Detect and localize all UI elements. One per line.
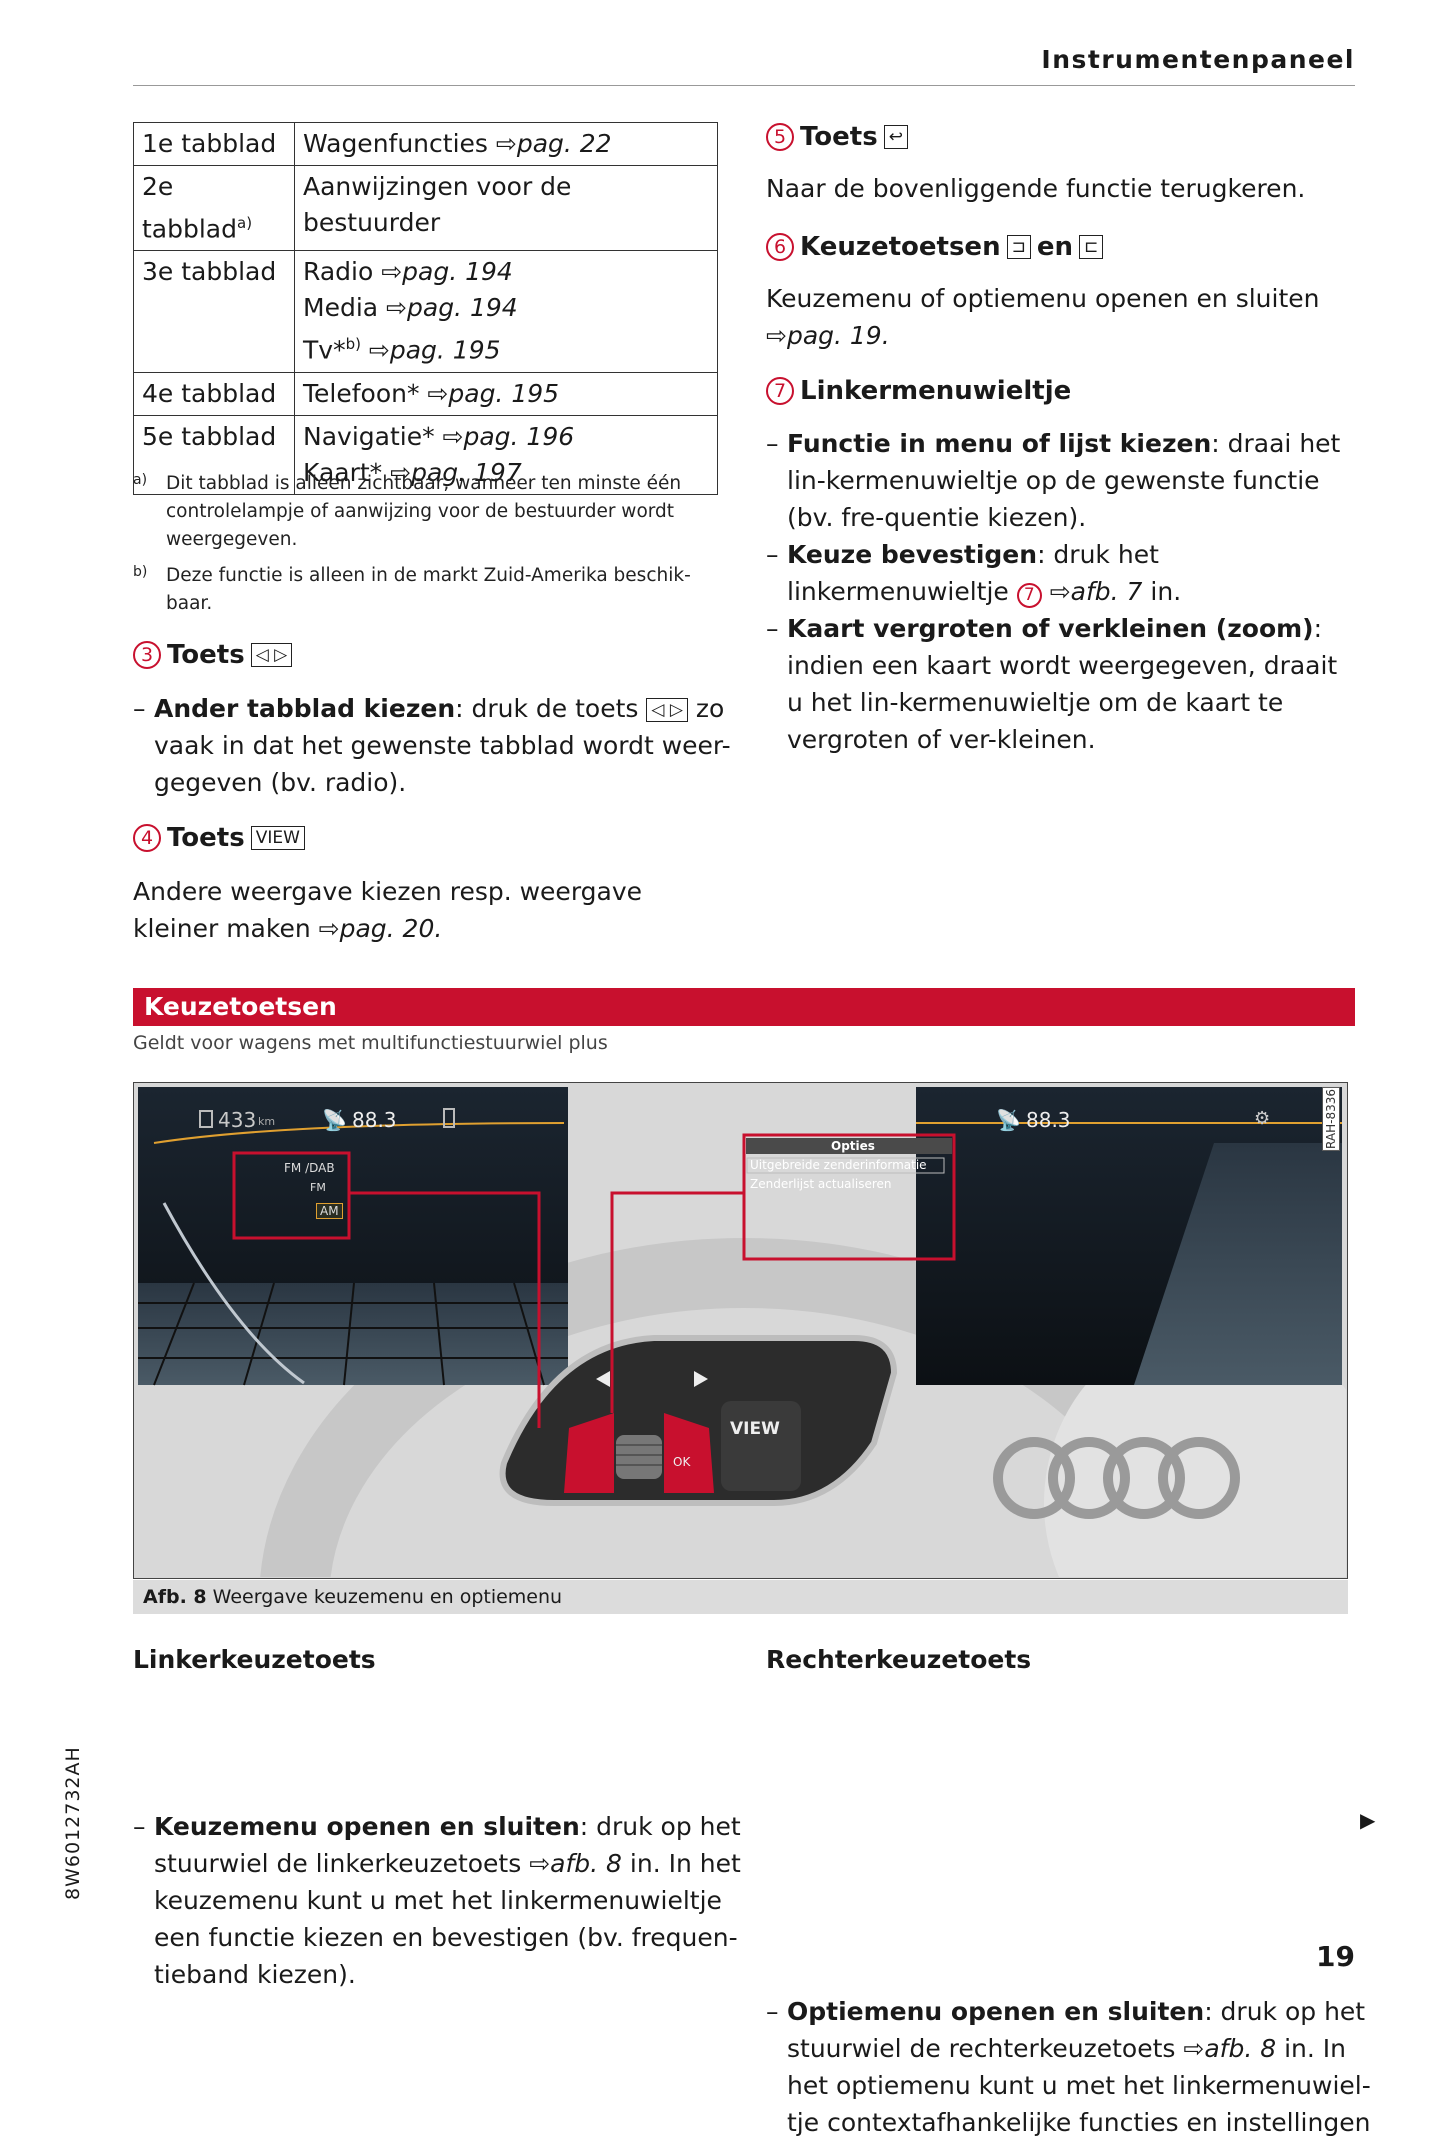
tab-key-icon: ◁ ▷ — [250, 643, 293, 667]
callout-number: 5 — [766, 123, 794, 151]
right-select-key-icon: ⊏ — [1078, 235, 1104, 259]
tab-key-icon: ◁ ▷ — [646, 698, 688, 722]
subheading-linkerkeuzetoets: Linkerkeuzetoets — [133, 1645, 376, 1674]
arrow-icon: ⇨ — [1183, 2034, 1205, 2063]
view-key-icon: VIEW — [250, 826, 305, 850]
radio-icon: 📡 — [322, 1108, 347, 1132]
section-subtitle: Geldt voor wagens met multifunctiestuurw… — [133, 1032, 608, 1054]
gear-icon: ⚙ — [1254, 1108, 1271, 1129]
running-header: Instrumentenpaneel — [1041, 45, 1355, 74]
arrow-icon: ⇨ — [1049, 577, 1071, 606]
view-button-label: VIEW — [730, 1419, 780, 1439]
table-cell-tab: 3e tabblad — [133, 250, 295, 373]
arrow-icon: ⇨ — [766, 321, 787, 350]
table-row: 5e tabblad Navigatie* ⇨pag. 196 Kaart* ⇨… — [133, 414, 718, 495]
table-row: 1e tabblad Wagenfuncties ⇨pag. 22 — [133, 122, 718, 166]
figure-caption: Afb. 8 Weergave keuzemenu en optiemenu — [133, 1580, 1348, 1614]
table-cell-tab: 1e tabblad — [133, 122, 295, 166]
arrow-icon: ⇨ — [318, 914, 340, 943]
radio-icon: 📡 — [996, 1108, 1021, 1132]
option-item: Zenderlijst actualiseren — [750, 1177, 892, 1191]
frequency-right: 88.3 — [1026, 1108, 1071, 1132]
option-item: Uitgebreide zenderinformatie — [750, 1158, 927, 1172]
callout-number: 6 — [766, 233, 794, 261]
footnote-a: a) Dit tabblad is alleen zichtbaar, wann… — [133, 472, 682, 550]
tab-table-wrapper: 1e tabblad Wagenfuncties ⇨pag. 22 2e tab… — [133, 122, 718, 495]
document-code: 8W6012732AH — [62, 1746, 84, 1900]
figure-illustration: 433 km 📡 88.3 FM /DAB FM AM 📡 88.3 ⚙ RAH… — [133, 1082, 1348, 1579]
heading-toets-4: 4 Toets VIEW — [133, 823, 305, 853]
callout-number: 4 — [133, 824, 161, 852]
header-rule — [133, 85, 1355, 86]
table-cell-tab: 2e tabblada) — [133, 164, 295, 252]
menu-item-fm: FM — [310, 1181, 326, 1194]
back-key-icon: ↩ — [883, 125, 908, 149]
figure-code: RAH-8336 — [1322, 1087, 1340, 1151]
list-item: Keuze bevestigen: druk het linkermenuwie… — [766, 536, 1356, 610]
callout-number: 7 — [766, 377, 794, 405]
menu-item-am: AM — [316, 1203, 343, 1219]
table-row: 2e tabblada) Aanwijzingen voor de bestuu… — [133, 164, 718, 252]
table-cell-function: Navigatie* ⇨pag. 196 Kaart* ⇨pag. 197 — [294, 414, 718, 495]
frequency-left: 88.3 — [352, 1108, 397, 1132]
heading-toets-5: 5 Toets ↩ — [766, 122, 908, 152]
table-cell-function: Radio ⇨pag. 194 Media ⇨pag. 194 Tv*b) ⇨p… — [294, 250, 718, 373]
list-item: Kaart vergroten of verkleinen (zoom): in… — [766, 610, 1356, 758]
arrow-icon: ⇨ — [390, 457, 412, 487]
table-row: 4e tabblad Telefoon* ⇨pag. 195 — [133, 371, 718, 416]
left-select-key-icon: ⊐ — [1006, 235, 1031, 259]
list: Functie in menu of lijst kiezen: draai h… — [766, 425, 1356, 758]
heading-toets-3: 3 Toets ◁ ▷ — [133, 640, 293, 670]
arrow-icon: ⇨ — [386, 293, 407, 323]
table-cell-function: Wagenfuncties ⇨pag. 22 — [294, 122, 718, 166]
subheading-rechterkeuzetoets: Rechterkeuzetoets — [766, 1645, 1032, 1674]
paragraph: Andere weergave kiezen resp. weergave kl… — [133, 877, 643, 943]
arrow-icon: ⇨ — [442, 421, 464, 451]
menu-item-fmdab: FM /DAB — [284, 1161, 335, 1175]
ok-button-label: OK — [673, 1455, 691, 1469]
steering-wheel-illustration — [134, 1083, 1347, 1578]
list-item: Optiemenu openen en sluiten: druk op het… — [766, 1993, 1377, 2141]
list-item: Ander tabblad kiezen: druk de toets ◁ ▷ … — [133, 690, 739, 801]
list-item: Functie in menu of lijst kiezen: draai h… — [766, 425, 1356, 536]
arrow-icon: ⇨ — [368, 335, 390, 365]
arrow-icon: ⇨ — [529, 1849, 551, 1878]
table-cell-function: Aanwijzingen voor de bestuurder — [294, 164, 718, 252]
options-title: Opties — [831, 1139, 875, 1153]
range-value: 433 — [218, 1108, 257, 1132]
page-number: 19 — [1316, 1940, 1355, 1973]
paragraph: Naar de bovenliggende functie terugkeren… — [766, 174, 1306, 203]
heading-keuzetoetsen-6: 6 Keuzetoetsen ⊐ en ⊏ — [766, 232, 1104, 262]
footnote-b: b) Deze functie is alleen in de markt Zu… — [133, 564, 691, 614]
arrow-icon: ⇨ — [381, 257, 403, 287]
arrow-icon: ⇨ — [427, 378, 449, 408]
tab-table: 1e tabblad Wagenfuncties ⇨pag. 22 2e tab… — [133, 122, 718, 495]
continue-icon: ▶ — [1360, 1808, 1376, 1832]
section-title-bar: Keuzetoetsen — [133, 988, 1355, 1026]
list-item: Keuzemenu openen en sluiten: druk op het… — [133, 1808, 744, 1993]
table-cell-tab: 4e tabblad — [133, 371, 295, 416]
table-cell-function: Telefoon* ⇨pag. 195 — [294, 371, 718, 416]
range-unit: km — [258, 1115, 276, 1128]
table-cell-tab: 5e tabblad — [133, 414, 295, 495]
arrow-icon: ⇨ — [495, 129, 517, 158]
heading-linkermenuwieltje-7: 7 Linkermenuwieltje — [766, 376, 1071, 406]
callout-number: 3 — [133, 641, 161, 669]
table-row: 3e tabblad Radio ⇨pag. 194 Media ⇨pag. 1… — [133, 250, 718, 373]
paragraph: Keuzemenu of optiemenu openen en sluiten… — [766, 284, 1320, 350]
callout-number: 7 — [1016, 583, 1042, 608]
